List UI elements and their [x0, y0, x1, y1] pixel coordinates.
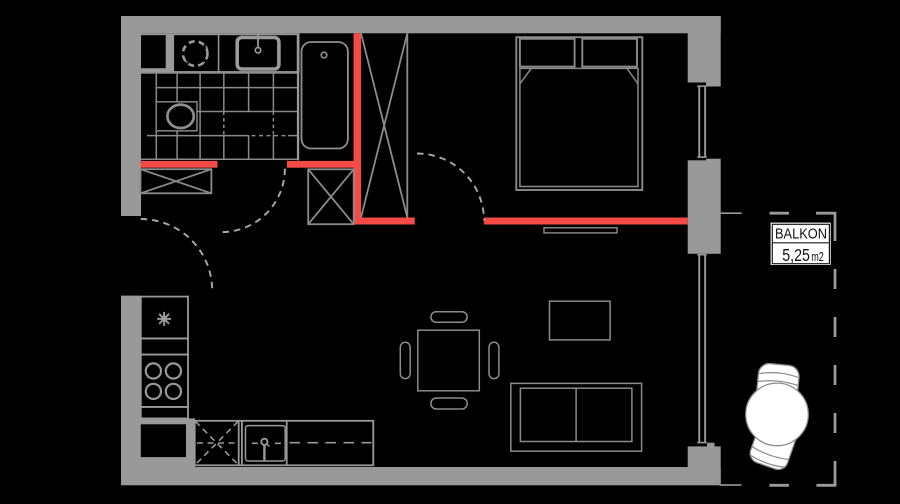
svg-text:m2: m2	[811, 249, 824, 264]
svg-text:BALKON: BALKON	[775, 226, 827, 243]
svg-text:5,25: 5,25	[782, 245, 810, 265]
